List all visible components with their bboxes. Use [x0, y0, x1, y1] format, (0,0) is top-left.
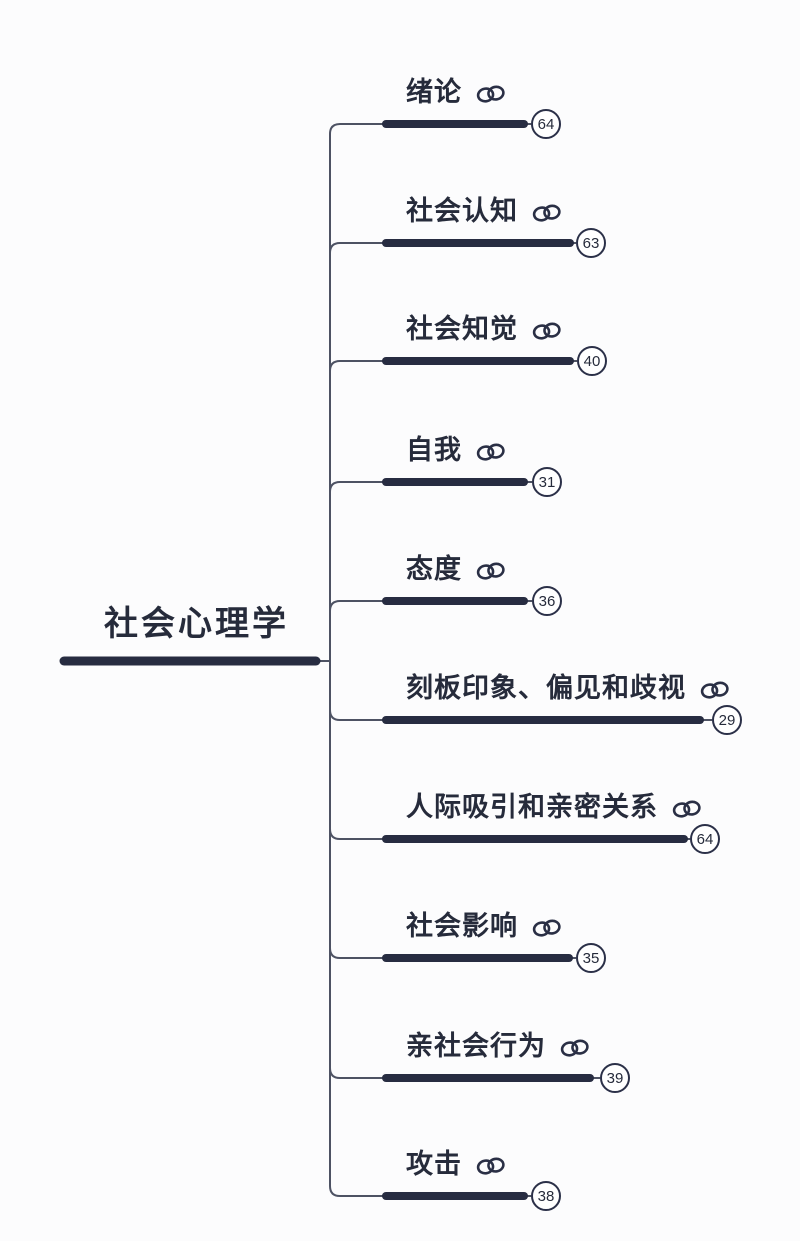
topic-node[interactable]: 绪论 — [406, 75, 507, 109]
collapsed-count-badge[interactable]: 31 — [532, 467, 562, 497]
topic-node[interactable]: 人际吸引和亲密关系 — [406, 790, 703, 824]
link-icon[interactable] — [671, 798, 703, 820]
badge-count: 63 — [582, 234, 600, 252]
collapsed-count-badge[interactable]: 64 — [690, 824, 720, 854]
collapsed-count-badge[interactable]: 63 — [576, 228, 606, 258]
trunk-and-elbow-lines — [318, 123, 383, 1197]
link-icon[interactable] — [475, 560, 507, 582]
topic-label: 刻板印象、偏见和歧视 — [406, 673, 686, 703]
link-icon[interactable] — [475, 83, 507, 105]
collapsed-count-badge[interactable]: 64 — [531, 109, 561, 139]
link-icon[interactable] — [531, 320, 563, 342]
topic-label: 社会影响 — [406, 911, 518, 941]
topic-node[interactable]: 刻板印象、偏见和歧视 — [406, 671, 731, 705]
topic-label: 社会知觉 — [406, 314, 518, 344]
branch-elbow — [329, 481, 383, 661]
topic-node[interactable]: 亲社会行为 — [406, 1029, 591, 1063]
badge-count: 38 — [537, 1187, 555, 1205]
branch-elbow — [329, 661, 383, 959]
branch-elbow — [329, 123, 383, 661]
collapsed-count-badge[interactable]: 29 — [712, 705, 742, 735]
root-topic[interactable]: 社会心理学 — [104, 596, 289, 645]
branch-elbow — [329, 242, 383, 661]
thick-branch-lines — [59, 120, 704, 1200]
branch-elbow — [329, 661, 383, 721]
branch-elbow — [329, 661, 383, 1079]
topic-node[interactable]: 社会知觉 — [406, 312, 563, 346]
topic-node[interactable]: 社会影响 — [406, 909, 563, 943]
topic-label: 态度 — [406, 554, 462, 584]
link-icon[interactable] — [699, 679, 731, 701]
badge-count: 29 — [718, 711, 736, 729]
topic-label: 社会认知 — [406, 196, 518, 226]
branch-elbow — [329, 661, 383, 1197]
badge-count: 31 — [538, 473, 556, 491]
badge-count: 40 — [583, 352, 601, 370]
topic-node[interactable]: 社会认知 — [406, 194, 563, 228]
branch-elbow — [329, 360, 383, 661]
link-icon[interactable] — [531, 917, 563, 939]
collapsed-count-badge[interactable]: 36 — [532, 586, 562, 616]
link-icon[interactable] — [475, 441, 507, 463]
badge-count: 39 — [606, 1069, 624, 1087]
badge-count: 36 — [538, 592, 556, 610]
badge-count: 64 — [537, 115, 555, 133]
topic-label: 绪论 — [406, 77, 462, 107]
topic-label: 攻击 — [406, 1149, 462, 1179]
topic-label: 亲社会行为 — [406, 1031, 546, 1061]
link-icon[interactable] — [559, 1037, 591, 1059]
badge-count: 35 — [582, 949, 600, 967]
collapsed-count-badge[interactable]: 35 — [576, 943, 606, 973]
collapsed-count-badge[interactable]: 38 — [531, 1181, 561, 1211]
link-icon[interactable] — [475, 1155, 507, 1177]
topic-node[interactable]: 攻击 — [406, 1147, 507, 1181]
collapsed-count-badge[interactable]: 39 — [600, 1063, 630, 1093]
badge-count: 64 — [696, 830, 714, 848]
root-topic-label: 社会心理学 — [104, 605, 289, 643]
collapsed-count-badge[interactable]: 40 — [577, 346, 607, 376]
topic-node[interactable]: 态度 — [406, 552, 507, 586]
branch-elbow — [329, 661, 383, 840]
topic-label: 人际吸引和亲密关系 — [406, 792, 658, 822]
topic-node[interactable]: 自我 — [406, 433, 507, 467]
branch-elbow — [329, 600, 383, 661]
link-icon[interactable] — [531, 202, 563, 224]
topic-label: 自我 — [406, 435, 462, 465]
